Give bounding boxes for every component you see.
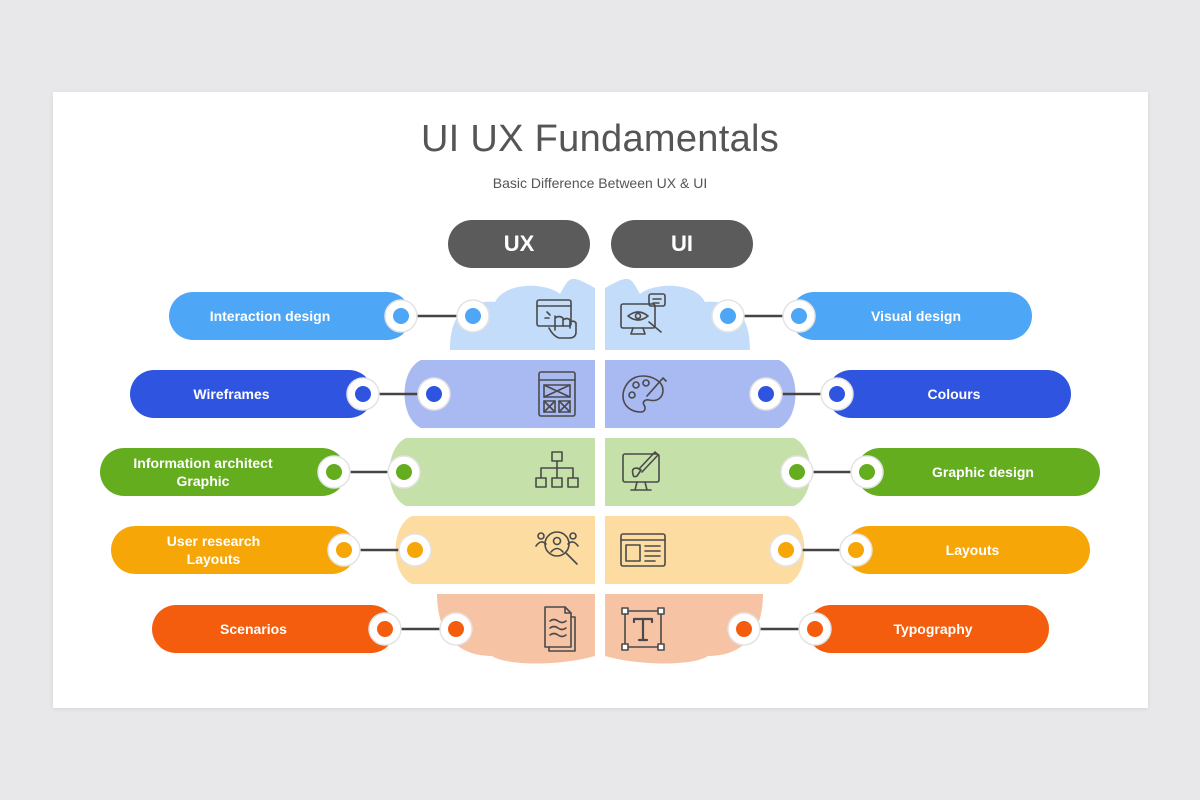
connector-dot <box>336 542 352 558</box>
page-title: UI UX Fundamentals <box>420 118 780 160</box>
diagram-row <box>111 516 1090 584</box>
ux-header-pill: UX <box>448 220 590 268</box>
ux-brain-segment <box>404 360 595 428</box>
ui-label-pill <box>827 370 1071 418</box>
ui-brain-segment <box>605 438 811 506</box>
ux-label-pill <box>169 292 411 340</box>
connector-dot <box>393 308 409 324</box>
touch-screen-icon <box>536 299 577 339</box>
ux-label-pill <box>152 605 395 653</box>
connector-dot <box>829 386 845 402</box>
connector-dot <box>448 621 464 637</box>
ux-label-pill <box>100 448 346 496</box>
ui-brain-segment <box>605 516 805 584</box>
page-subtitle: Basic Difference Between UX & UI <box>492 175 708 191</box>
connector-dot <box>848 542 864 558</box>
connector-dot <box>720 308 736 324</box>
connector-dot <box>355 386 371 402</box>
connector-dot <box>377 621 393 637</box>
ui-label-pill <box>790 292 1032 340</box>
documents-icon <box>544 606 576 652</box>
connector-dot <box>789 464 805 480</box>
typography-icon <box>621 607 665 651</box>
user-research-icon <box>535 531 579 565</box>
connector-dot <box>758 386 774 402</box>
connector-dot <box>778 542 794 558</box>
design-monitor-icon <box>622 451 660 491</box>
connector-dot <box>426 386 442 402</box>
ui-brain-segment <box>605 278 750 350</box>
connector-dot <box>465 308 481 324</box>
diagram-row <box>169 278 1032 350</box>
monitor-eye-icon <box>620 293 666 335</box>
connector-dot <box>807 621 823 637</box>
connector-dot <box>326 464 342 480</box>
connector-dot <box>791 308 807 324</box>
ux-label-pill <box>130 370 373 418</box>
ux-brain-segment <box>395 516 595 584</box>
diagram-row <box>100 438 1100 506</box>
ui-header-pill: UI <box>611 220 753 268</box>
layout-icon <box>620 533 666 567</box>
ui-label-pill <box>807 605 1049 653</box>
ui-label-pill <box>845 526 1090 574</box>
diagram-row <box>152 594 1049 664</box>
ux-label-pill <box>111 526 356 574</box>
wireframe-icon <box>538 371 576 417</box>
palette-icon <box>622 375 667 413</box>
ux-brain-segment <box>437 594 595 664</box>
connector-dot <box>407 542 423 558</box>
ui-label-pill <box>856 448 1100 496</box>
ux-brain-segment <box>450 278 595 350</box>
ux-brain-segment <box>389 438 595 506</box>
connector-dot <box>859 464 875 480</box>
connector-dot <box>396 464 412 480</box>
diagram-row <box>130 360 1071 428</box>
sitemap-icon <box>535 451 579 488</box>
connector-dot <box>736 621 752 637</box>
